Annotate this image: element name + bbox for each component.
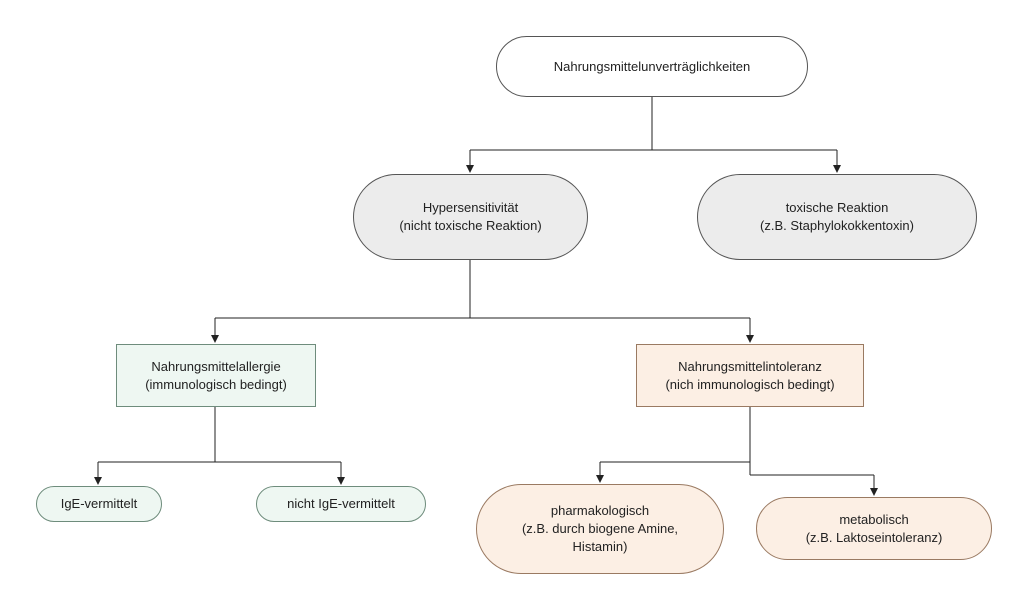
node-intolerance-subtitle: (nich immunologisch bedingt): [665, 376, 835, 392]
node-hypersensitivity-title: Hypersensitivität: [422, 200, 519, 215]
node-pharmacological-line2: (z.B. durch biogene Amine,: [521, 521, 679, 536]
node-ige-title: IgE-vermittelt: [60, 496, 138, 511]
node-intolerance-title: Nahrungsmittelintoleranz: [678, 358, 822, 374]
node-toxic-title: toxische Reaktion: [785, 200, 889, 215]
node-pharmacological-title: pharmakologisch: [550, 503, 650, 518]
node-pharmacological: pharmakologisch (z.B. durch biogene Amin…: [476, 484, 724, 574]
node-metabolic: metabolisch (z.B. Laktoseintoleranz): [756, 497, 992, 560]
node-ige: IgE-vermittelt: [36, 486, 162, 522]
node-metabolic-title: metabolisch: [839, 511, 909, 527]
node-toxic-subtitle: (z.B. Staphylokokkentoxin): [760, 218, 914, 233]
node-root: Nahrungsmittelunverträglichkeiten: [496, 36, 808, 97]
node-non-ige: nicht IgE-vermittelt: [256, 486, 426, 522]
node-hypersensitivity-subtitle: (nicht toxische Reaktion): [399, 218, 542, 233]
node-allergy: Nahrungsmittelallergie (immunologisch be…: [116, 344, 316, 407]
node-toxic: toxische Reaktion (z.B. Staphylokokkento…: [697, 174, 977, 260]
node-allergy-title: Nahrungsmittelallergie: [151, 358, 281, 374]
node-root-title: Nahrungsmittelunverträglichkeiten: [553, 58, 751, 74]
node-intolerance: Nahrungsmittelintoleranz (nich immunolog…: [636, 344, 864, 407]
node-hypersensitivity: Hypersensitivität (nicht toxische Reakti…: [353, 174, 588, 260]
node-allergy-subtitle: (immunologisch bedingt): [145, 376, 287, 392]
node-metabolic-subtitle: (z.B. Laktoseintoleranz): [805, 529, 943, 545]
node-non-ige-title: nicht IgE-vermittelt: [287, 496, 395, 511]
node-pharmacological-line3: Histamin): [572, 539, 628, 554]
